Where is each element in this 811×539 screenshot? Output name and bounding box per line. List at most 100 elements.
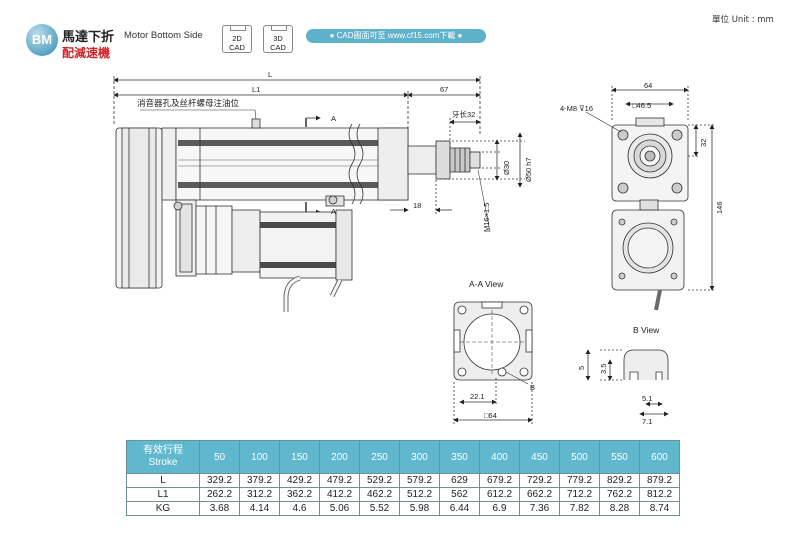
table-cell: 462.2 bbox=[359, 487, 400, 502]
dia-30-label: Ø30 bbox=[502, 161, 511, 175]
table-cell: 479.2 bbox=[319, 473, 360, 488]
table-cell: 7.82 bbox=[559, 501, 600, 516]
dim-5-1-label: 5.1 bbox=[642, 394, 652, 403]
table-row: L1 262.2 312.2 362.2 412.2 462.2 512.2 5… bbox=[126, 487, 680, 502]
stroke-col: 50 bbox=[199, 440, 240, 474]
stroke-col: 300 bbox=[399, 440, 440, 474]
dim-32-label: 32 bbox=[699, 139, 708, 147]
title-en: Motor Bottom Side bbox=[124, 30, 203, 41]
technical-drawing: L L1 67 消音器孔及丝杆螺母注油位 A A 牙长32 Ø30 Ø50 h7… bbox=[113, 70, 724, 426]
tooth-length-label: 牙长32 bbox=[452, 109, 475, 119]
stroke-header-zh: 有效行程 bbox=[143, 445, 183, 456]
dim-22-1-label: 22.1 bbox=[470, 392, 485, 401]
oil-port-note: 消音器孔及丝杆螺母注油位 bbox=[137, 98, 240, 108]
stroke-col: 250 bbox=[359, 440, 400, 474]
stroke-header: 有效行程 Stroke bbox=[126, 440, 200, 474]
table-cell: 579.2 bbox=[399, 473, 440, 488]
dim-L-label: L bbox=[268, 70, 272, 79]
table-cell: 5.52 bbox=[359, 501, 400, 516]
dim-146-label: 146 bbox=[715, 201, 724, 214]
table-cell: 8.74 bbox=[639, 501, 680, 516]
table-cell: 429.2 bbox=[279, 473, 320, 488]
table-cell: 8.28 bbox=[599, 501, 640, 516]
stroke-col: 600 bbox=[639, 440, 680, 474]
cad-3d-label-top: 3D bbox=[273, 34, 283, 43]
row-label: L bbox=[126, 473, 200, 488]
subtitle-zh: 配減速機 bbox=[62, 46, 111, 60]
stroke-col: 400 bbox=[479, 440, 520, 474]
table-cell: 5.06 bbox=[319, 501, 360, 516]
row-label: KG bbox=[126, 501, 200, 516]
table-cell: 7.36 bbox=[519, 501, 560, 516]
stroke-col: 350 bbox=[439, 440, 480, 474]
table-header-row: 有效行程 Stroke 50 100 150 200 250 300 350 4… bbox=[126, 440, 680, 474]
table-cell: 879.2 bbox=[639, 473, 680, 488]
table-cell: 679.2 bbox=[479, 473, 520, 488]
table-cell: 629 bbox=[439, 473, 480, 488]
stroke-header-en: Stroke bbox=[148, 457, 178, 468]
series-badge: BM bbox=[26, 24, 58, 56]
stroke-col: 100 bbox=[239, 440, 280, 474]
table-row: L 329.2 379.2 429.2 479.2 529.2 579.2 62… bbox=[126, 473, 680, 488]
table-cell: 612.2 bbox=[479, 487, 520, 502]
dim-46-5-label: □46.5 bbox=[632, 101, 651, 110]
dim-7-1-label: 7.1 bbox=[642, 417, 652, 426]
table-cell: 6.44 bbox=[439, 501, 480, 516]
dim-3-5-label: 3.5 bbox=[599, 364, 608, 374]
table-cell: 762.2 bbox=[599, 487, 640, 502]
table-cell: 412.2 bbox=[319, 487, 360, 502]
b-marker: B bbox=[530, 383, 535, 392]
b-detail-view bbox=[585, 349, 669, 417]
b-view-title: B View bbox=[633, 325, 660, 335]
table-cell: 3.68 bbox=[199, 501, 240, 516]
stroke-col: 550 bbox=[599, 440, 640, 474]
stroke-col: 150 bbox=[279, 440, 320, 474]
table-cell: 812.2 bbox=[639, 487, 680, 502]
table-cell: 779.2 bbox=[559, 473, 600, 488]
cad-2d-label-bottom: CAD bbox=[229, 43, 245, 52]
table-cell: 562 bbox=[439, 487, 480, 502]
unit-label: 單位 Unit : mm bbox=[712, 15, 774, 25]
file-tab-icon bbox=[230, 26, 246, 31]
table-cell: 379.2 bbox=[239, 473, 280, 488]
thread-label: M16×1.5 bbox=[482, 203, 491, 232]
aa-section-view bbox=[453, 301, 533, 424]
table-cell: 662.2 bbox=[519, 487, 560, 502]
stroke-col: 200 bbox=[319, 440, 360, 474]
table-cell: 4.6 bbox=[279, 501, 320, 516]
table-cell: 712.2 bbox=[559, 487, 600, 502]
cad-2d-button[interactable]: 2D CAD bbox=[222, 25, 252, 53]
side-view bbox=[113, 76, 525, 312]
stroke-col: 450 bbox=[519, 440, 560, 474]
cad-3d-button[interactable]: 3D CAD bbox=[263, 25, 293, 53]
table-cell: 5.98 bbox=[399, 501, 440, 516]
bolt-label: 4-M8 ⊽16 bbox=[560, 104, 593, 113]
table-cell: 4.14 bbox=[239, 501, 280, 516]
table-cell: 329.2 bbox=[199, 473, 240, 488]
table-cell: 729.2 bbox=[519, 473, 560, 488]
dim-67-label: 67 bbox=[440, 85, 448, 94]
table-row: KG 3.68 4.14 4.6 5.06 5.52 5.98 6.44 6.9… bbox=[126, 501, 680, 516]
file-tab-icon bbox=[271, 26, 287, 31]
table-cell: 512.2 bbox=[399, 487, 440, 502]
section-a-top: A bbox=[331, 114, 336, 123]
end-view bbox=[585, 86, 716, 311]
dim-L1-label: L1 bbox=[252, 85, 260, 94]
table-cell: 529.2 bbox=[359, 473, 400, 488]
table-cell: 6.9 bbox=[479, 501, 520, 516]
section-a-bottom: A bbox=[331, 207, 336, 216]
table-cell: 262.2 bbox=[199, 487, 240, 502]
dim-5-label: 5 bbox=[577, 366, 586, 370]
table-cell: 829.2 bbox=[599, 473, 640, 488]
dia-50-label: Ø50 h7 bbox=[524, 157, 533, 182]
stroke-col: 500 bbox=[559, 440, 600, 474]
table-cell: 312.2 bbox=[239, 487, 280, 502]
cad-2d-label-top: 2D bbox=[232, 34, 242, 43]
dim-18-label: 18 bbox=[413, 201, 421, 210]
dim-sq64-label: □64 bbox=[484, 411, 497, 420]
stroke-spec-table: 有效行程 Stroke 50 100 150 200 250 300 350 4… bbox=[126, 440, 680, 516]
table-cell: 362.2 bbox=[279, 487, 320, 502]
cad-3d-label-bottom: CAD bbox=[270, 43, 286, 52]
title-zh: 馬達下折 bbox=[62, 30, 115, 45]
cad-download-link[interactable]: ● CAD圖面可至 www.cf15.com下載 ● bbox=[306, 29, 486, 43]
